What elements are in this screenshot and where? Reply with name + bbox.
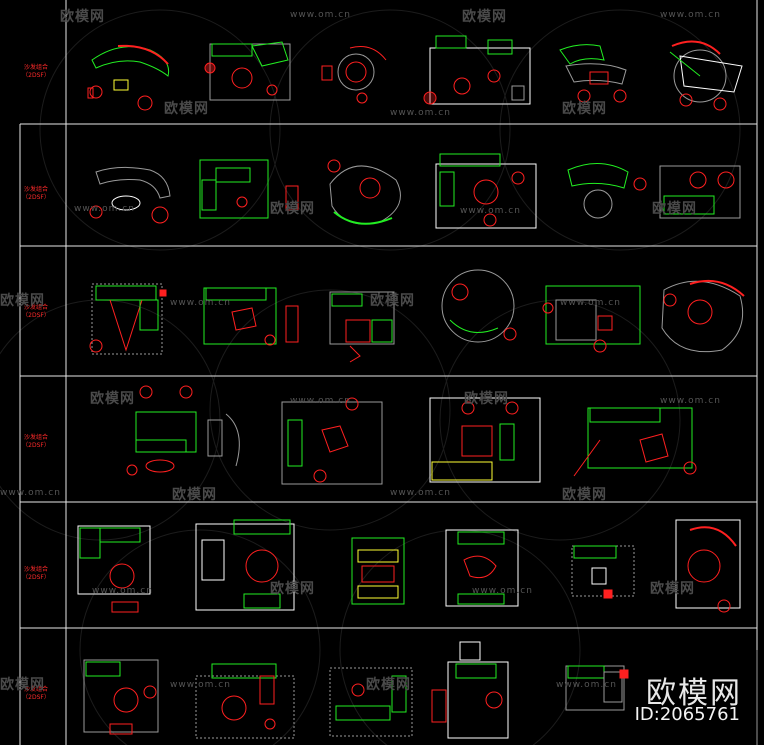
watermark-logo: 欧模网 [464,391,509,407]
row-label-3-line1: 沙发组合 [23,304,48,311]
row-label-1: 沙发组合 （2DSF） [8,64,64,80]
watermark-logo: 欧模网 [462,9,507,25]
row-label-5: 沙发组合 （2DSF） [8,566,64,582]
watermark-logo: 欧模网 [562,487,607,503]
row-1-drawings [87,35,743,111]
watermark-logo: 欧模网 [562,101,607,117]
row-label-1-line1: 沙发组合 [23,64,48,71]
watermark-url: www.om.cn [390,488,451,498]
watermark-url: www.om.cn [290,10,351,20]
watermark-url: www.om.cn [660,10,721,20]
row-label-4-line1: 沙发组合 [23,434,48,441]
watermark-logo: 欧模网 [0,293,45,309]
row-label-3-line2: （2DSF） [22,312,50,319]
watermark-logo: 欧模网 [172,487,217,503]
row-2-drawings [89,153,741,229]
watermark-logo: 欧模网 [60,9,105,25]
row-label-2-line2: （2DSF） [22,194,50,201]
watermark-logo: 欧模网 [652,201,697,217]
row-label-3: 沙发组合 （2DSF） [8,304,64,320]
watermark-url: www.om.cn [556,680,617,690]
row-label-5-line2: （2DSF） [22,574,50,581]
watermark-url: www.om.cn [472,586,533,596]
row-label-2: 沙发组合 （2DSF） [8,186,64,202]
row-label-6: 沙发组合 （2DSF） [8,686,64,702]
watermark-logo: 欧模网 [366,677,411,693]
row-label-5-line1: 沙发组合 [23,566,48,573]
watermark-url: www.om.cn [390,108,451,118]
watermark-url: www.om.cn [170,680,231,690]
watermark-logo: 欧模网 [164,101,209,117]
watermark-logo: 欧模网 [270,581,315,597]
watermark-url: www.om.cn [660,396,721,406]
brand-logo-text: 欧模网 [646,676,742,711]
watermark-logo: 欧模网 [90,391,135,407]
row-label-4: 沙发组合 （2DSF） [8,434,64,450]
row-6-drawings [83,641,629,739]
watermark-url: www.om.cn [460,206,521,216]
row-label-6-line1: 沙发组合 [23,686,48,693]
watermark-url: www.om.cn [92,586,153,596]
row-5-drawings [77,519,741,613]
watermark-url: www.om.cn [560,298,621,308]
watermark-logo: 欧模网 [270,201,315,217]
image-id: ID:2065761 [634,704,740,725]
watermark-url: www.om.cn [170,298,231,308]
watermark-logo: 欧模网 [370,293,415,309]
watermark-logo: 欧模网 [650,581,695,597]
row-4-drawings [126,385,697,485]
row-label-2-line1: 沙发组合 [23,186,48,193]
watermark-logo: 欧模网 [0,677,45,693]
row-label-4-line2: （2DSF） [22,442,50,449]
row-label-6-line2: （2DSF） [22,694,50,701]
watermark-url: www.om.cn [74,204,135,214]
watermark-url: www.om.cn [290,396,351,406]
row-3-drawings [89,269,745,363]
row-label-1-line2: （2DSF） [22,72,50,79]
watermark-url: www.om.cn [0,488,61,498]
table-frame [19,0,758,745]
